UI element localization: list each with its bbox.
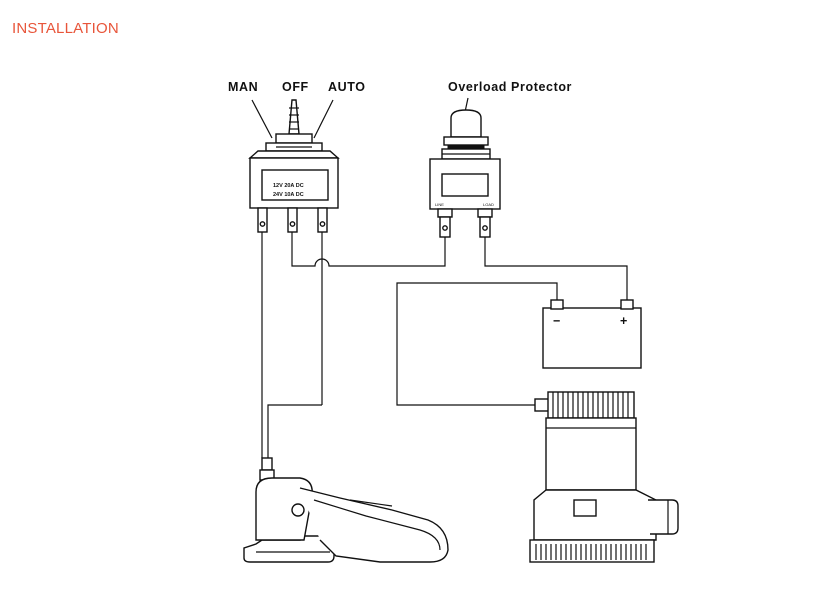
pump-strainer-slots — [535, 544, 647, 560]
switch-rating-line2: 24V 10A DC — [273, 192, 304, 198]
battery-plus: + — [620, 314, 628, 328]
switch-label-off: OFF — [282, 80, 309, 94]
protector-label: Overload Protector — [448, 80, 572, 94]
switch-rating-line1: 12V 20A DC — [273, 183, 304, 189]
switch-label-auto: AUTO — [328, 80, 366, 94]
float-switch — [243, 457, 449, 563]
battery: − + — [542, 299, 642, 369]
protector-terminal-line: LINE — [435, 202, 444, 207]
battery-minus: − — [553, 314, 561, 328]
switch-label-man: MAN — [228, 80, 258, 94]
protector-terminal-load: LOAD — [483, 202, 494, 207]
pump-cap-ribs — [552, 392, 629, 418]
page-title: INSTALLATION — [12, 20, 119, 37]
toggle-switch: 12V 20A DC 24V 10A DC — [248, 99, 340, 233]
bilge-pump — [529, 391, 679, 563]
overload-protector: LINE LOAD — [429, 109, 501, 238]
wires — [261, 232, 628, 458]
label-leaders — [251, 97, 469, 139]
